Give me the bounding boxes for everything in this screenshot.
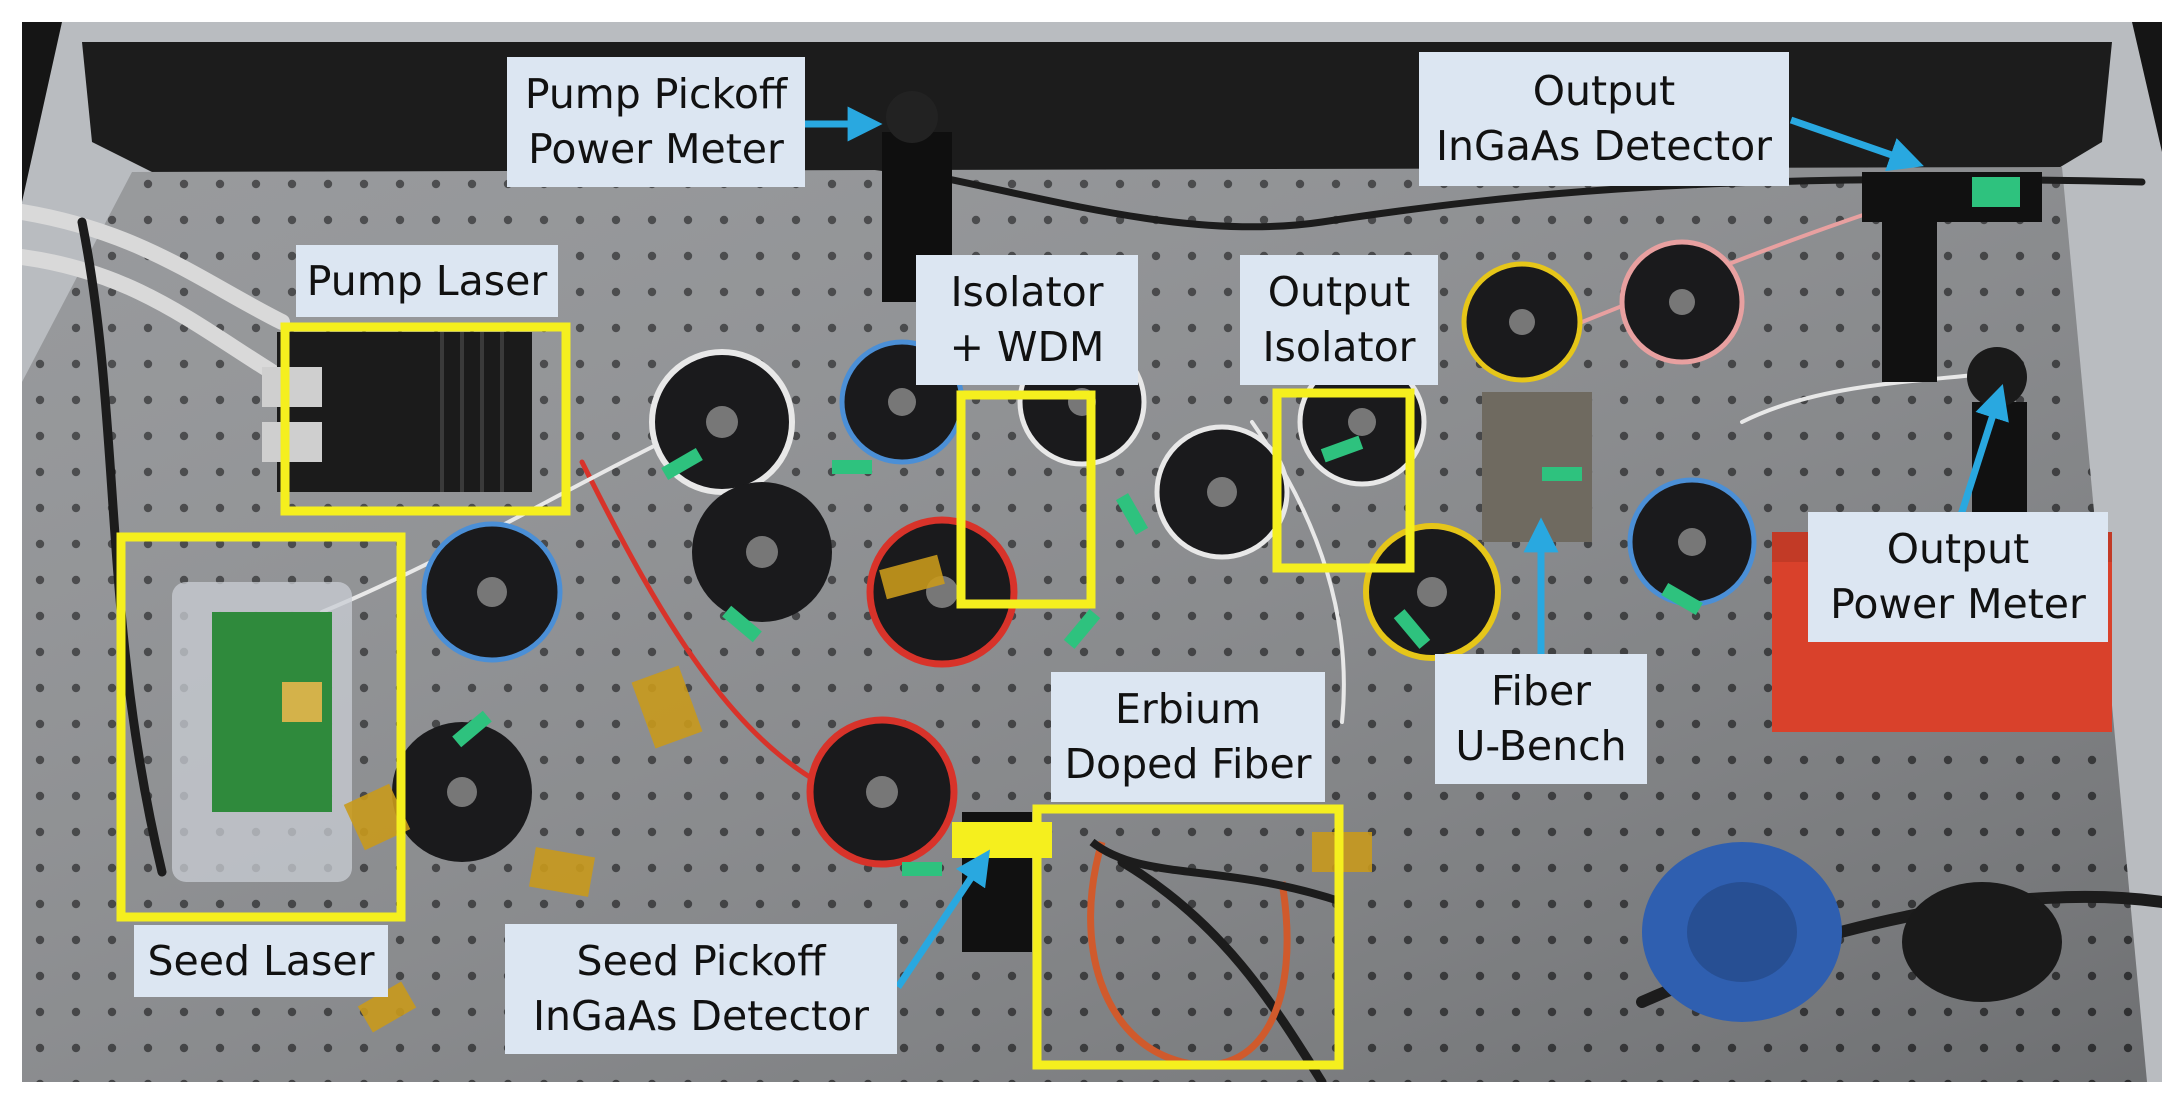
pump-pickoff-line-1: Pump Pickoff: [524, 70, 788, 118]
output-power-meter-label: Output Power Meter: [1808, 512, 2108, 642]
output-power-meter-arrow: [1957, 383, 2009, 517]
fiber-ubench-line-2: U-Bench: [1455, 722, 1627, 770]
isolator-wdm-label: Isolator + WDM: [916, 255, 1138, 385]
erbium-fiber-line-2: Doped Fiber: [1064, 740, 1312, 788]
pump-laser-highlight-box: [280, 322, 571, 516]
seed-laser-line-1: Seed Laser: [147, 936, 375, 985]
pump-pickoff-label: Pump Pickoff Power Meter: [507, 57, 805, 187]
seed-pickoff-line-2: InGaAs Detector: [532, 992, 870, 1040]
output-detector-label: Output InGaAs Detector: [1419, 52, 1789, 186]
pump-laser-module: [262, 332, 532, 492]
isolator-wdm-highlight-box: [956, 390, 1096, 609]
pump-pickoff-line-2: Power Meter: [528, 125, 784, 173]
seed-laser-label: Seed Laser: [134, 925, 388, 997]
output-isolator-line-1: Output: [1267, 268, 1411, 316]
fiber-ubench-label: Fiber U-Bench: [1435, 654, 1647, 784]
seed-pickoff-arrow: [895, 849, 991, 989]
fiber-ubench-line-1: Fiber: [1490, 667, 1592, 715]
output-detector-line-1: Output: [1532, 67, 1676, 115]
erbium-fiber-highlight-box: [1032, 804, 1344, 1070]
output-power-meter-line-2: Power Meter: [1830, 580, 2086, 628]
seed-laser-module: [172, 582, 352, 882]
erbium-fiber-line-1: Erbium: [1114, 685, 1262, 733]
seed-pickoff-line-1: Seed Pickoff: [576, 937, 826, 985]
seed-laser-highlight-box: [116, 532, 406, 922]
pump-laser-line-1: Pump Laser: [306, 256, 548, 305]
fiber-tags: [452, 435, 1703, 876]
output-power-meter-line-1: Output: [1886, 525, 2030, 573]
output-isolator-label: Output Isolator: [1240, 255, 1438, 385]
isolator-wdm-line-2: + WDM: [949, 323, 1105, 371]
output-detector-arrow: [1789, 116, 1924, 172]
seed-pickoff-label: Seed Pickoff InGaAs Detector: [505, 924, 897, 1054]
kapton-tape: [343, 554, 1372, 1033]
isolator-wdm-line-1: Isolator: [950, 268, 1104, 316]
pump-laser-label: Pump Laser: [296, 245, 558, 317]
erbium-fiber-label: Erbium Doped Fiber: [1051, 672, 1325, 802]
output-isolator-highlight-box: [1272, 388, 1415, 573]
output-detector-line-2: InGaAs Detector: [1435, 122, 1773, 170]
output-isolator-line-2: Isolator: [1262, 323, 1416, 371]
